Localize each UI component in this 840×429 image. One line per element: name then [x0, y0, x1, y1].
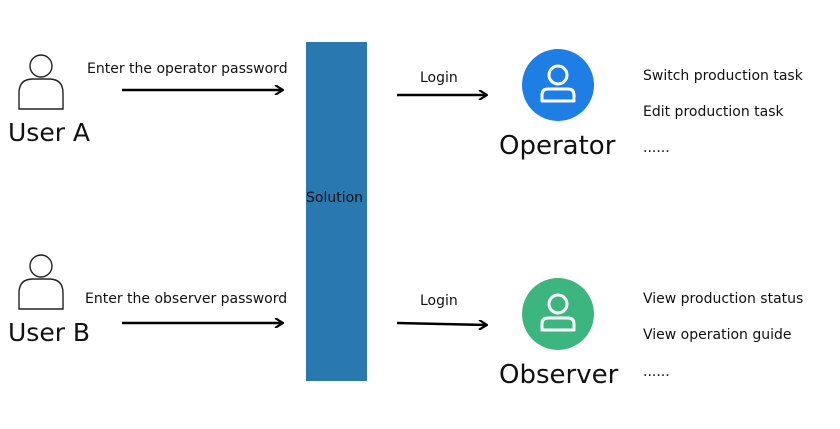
- login-label-observer: Login: [420, 293, 458, 309]
- user-a-person-icon: [18, 54, 64, 110]
- user-a-name: User A: [8, 118, 91, 147]
- login-label-operator: Login: [420, 70, 458, 86]
- observer-permission-1: View production status: [643, 291, 804, 307]
- operator-role-name: Operator: [499, 131, 616, 161]
- user-b-action-label: Enter the observer password: [85, 291, 288, 307]
- arrow-solution-to-observer: [396, 323, 487, 325]
- operator-permission-1: Switch production task: [643, 68, 803, 84]
- observer-permission-more: ......: [643, 364, 670, 380]
- operator-avatar: [522, 49, 594, 121]
- observer-avatar: [522, 278, 594, 350]
- user-a-action-label: Enter the operator password: [87, 61, 288, 77]
- user-b-name: User B: [8, 318, 91, 347]
- solution-bar: [306, 42, 367, 381]
- user-b-person-icon: [18, 254, 64, 310]
- user-icon: [540, 64, 576, 103]
- user-icon: [540, 293, 576, 332]
- observer-role-name: Observer: [499, 360, 619, 390]
- operator-permission-more: ......: [643, 140, 670, 156]
- solution-label: Solution: [306, 190, 364, 206]
- observer-permission-2: View operation guide: [643, 327, 792, 343]
- operator-permission-2: Edit production task: [643, 104, 784, 120]
